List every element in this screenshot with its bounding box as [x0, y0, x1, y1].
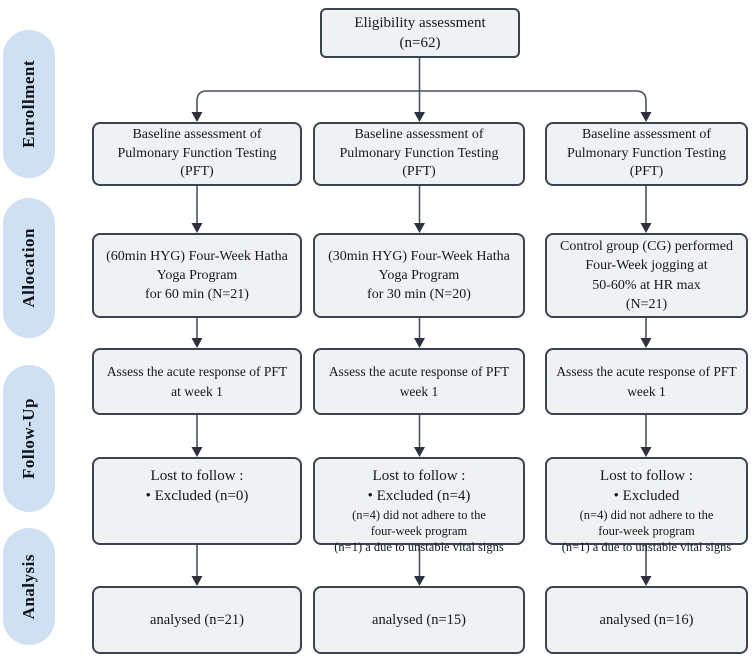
stage-label-allocation: Allocation: [19, 228, 38, 308]
text-line: Yoga Program: [156, 267, 238, 283]
text-line: (N=21): [625, 296, 668, 312]
text-line: Baseline assessment of: [354, 127, 484, 143]
text-line: (PFT): [629, 164, 664, 180]
text-line: four-week program: [370, 523, 468, 538]
text-line: Lost to follow :: [372, 468, 466, 484]
follow-up-box-60min: Assess the acute response of PFT at week…: [92, 348, 302, 415]
text-line: • Excluded (n=0): [145, 488, 249, 505]
text-line: for 60 min (N=21): [145, 287, 249, 303]
text-line: Lost to follow :: [600, 468, 693, 484]
lost-to-follow-box-control: Lost to follow : • Excluded (n=4) did no…: [545, 457, 748, 554]
text-line: analysed (n=16): [599, 611, 694, 628]
text-line: Assess the acute response of PFT: [556, 363, 737, 379]
eligibility-count: (n=62): [399, 35, 441, 51]
text-line: (n=1) a due to unstable vital signs: [561, 540, 732, 554]
stage-label-follow-up: Follow-Up: [19, 398, 38, 479]
follow-up-box-control: Assess the acute response of PFT week 1: [545, 348, 748, 415]
stage-label-enrollment: Enrollment: [19, 60, 38, 148]
text-line: (n=4) did not adhere to the: [579, 507, 714, 522]
text-line: (n=1) a due to unstable vital signs: [334, 540, 504, 554]
text-line: for 30 min (N=20): [367, 287, 471, 303]
text-line: (60min HYG) Four-Week Hatha: [106, 248, 288, 264]
text-line: Pulmonary Function Testing: [567, 145, 726, 161]
text-line: week 1: [627, 383, 666, 399]
text-line: Assess the acute response of PFT: [328, 363, 510, 379]
text-line: four-week program: [598, 523, 695, 538]
text-line: Baseline assessment of: [132, 127, 262, 143]
stage-pill-allocation: Allocation: [3, 198, 55, 338]
baseline-box-control: Baseline assessment of Pulmonary Functio…: [545, 122, 748, 186]
allocation-box-60min: (60min HYG) Four-Week Hatha Yoga Program…: [92, 233, 302, 318]
analysed-box-control: analysed (n=16): [545, 586, 748, 654]
baseline-box-60min: Baseline assessment of Pulmonary Functio…: [92, 122, 302, 186]
baseline-box-30min: Baseline assessment of Pulmonary Functio…: [313, 122, 525, 186]
eligibility-box: Eligibility assessment (n=62): [320, 8, 520, 58]
text-line: Baseline assessment of: [581, 127, 712, 143]
text-line: (PFT): [180, 164, 214, 180]
text-line: analysed (n=21): [150, 611, 244, 628]
text-line: Yoga Program: [378, 267, 460, 283]
analysed-box-30min: analysed (n=15): [313, 586, 525, 654]
text-line: Four-Week jogging at: [585, 258, 708, 274]
stage-pill-follow-up: Follow-Up: [3, 365, 55, 512]
text-line: Pulmonary Function Testing: [339, 145, 499, 161]
lost-to-follow-box-30min: Lost to follow : • Excluded (n=4) (n=4) …: [313, 457, 525, 554]
eligibility-line: Eligibility assessment: [354, 14, 486, 31]
text-line: analysed (n=15): [372, 611, 466, 628]
lost-to-follow-box-60min: Lost to follow : • Excluded (n=0): [92, 457, 302, 545]
text-line: Assess the acute response of PFT: [106, 363, 288, 379]
text-line: Pulmonary Function Testing: [117, 145, 277, 161]
stage-label-analysis: Analysis: [19, 553, 38, 620]
stage-pill-analysis: Analysis: [3, 528, 55, 645]
follow-up-box-30min: Assess the acute response of PFT week 1: [313, 348, 525, 415]
text-line: • Excluded: [613, 488, 680, 505]
text-line: 50-60% at HR max: [592, 277, 701, 293]
text-line: Lost to follow :: [150, 468, 244, 484]
text-line: (30min HYG) Four-Week Hatha: [328, 248, 510, 264]
text-line: week 1: [399, 383, 439, 399]
allocation-box-30min: (30min HYG) Four-Week Hatha Yoga Program…: [313, 233, 525, 318]
text-line: (n=4) did not adhere to the: [352, 507, 486, 522]
allocation-box-control: Control group (CG) performed Four-Week j…: [545, 233, 748, 318]
text-line: Control group (CG) performed: [559, 238, 734, 254]
text-line: at week 1: [171, 383, 223, 399]
text-line: • Excluded (n=4): [367, 488, 471, 505]
stage-pill-enrollment: Enrollment: [3, 30, 55, 178]
text-line: (PFT): [402, 164, 436, 180]
analysed-box-60min: analysed (n=21): [92, 586, 302, 654]
